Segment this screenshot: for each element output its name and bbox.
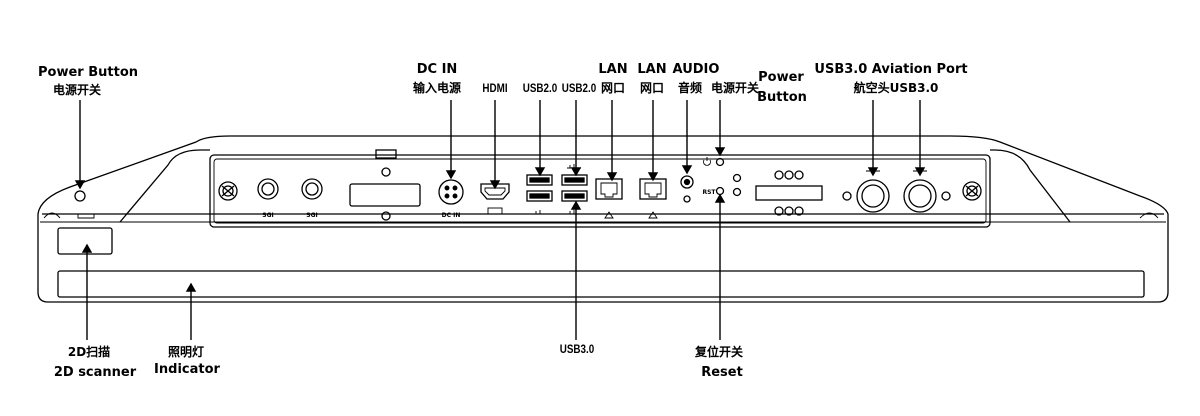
mark-dc-in: DC IN bbox=[442, 212, 461, 219]
top-bevel-right bbox=[990, 149, 1071, 223]
label-reset-cn: 复位开关 bbox=[694, 345, 744, 359]
label-indicator-en: Indicator bbox=[154, 362, 220, 377]
label-audio-en: AUDIO bbox=[672, 62, 720, 77]
sgi-port-2 bbox=[301, 178, 323, 200]
label-usb30-aviation-en: USB3.0 Aviation Port bbox=[814, 62, 968, 77]
label-power-button-right-cn: 电源开关 bbox=[710, 81, 760, 95]
mark-rst: RST bbox=[702, 189, 716, 196]
power-button-left bbox=[74, 190, 86, 202]
lan-port-1 bbox=[595, 178, 623, 219]
audio-jack bbox=[680, 175, 694, 203]
lan-port-2 bbox=[639, 178, 667, 219]
scanner-window bbox=[57, 227, 113, 255]
indicator-light-bar bbox=[57, 270, 1145, 298]
blank-plate bbox=[349, 183, 421, 207]
label-power-button-right-en-1: Power bbox=[758, 70, 804, 85]
label-scanner-cn: 2D扫描 bbox=[67, 345, 111, 359]
label-lan-a-en: LAN bbox=[598, 62, 628, 77]
label-scanner-en: 2D scanner bbox=[53, 365, 137, 380]
sgi-port-1 bbox=[257, 178, 279, 200]
power-button-right bbox=[703, 157, 725, 167]
label-usb20-b: USB2.0 bbox=[561, 81, 597, 95]
label-lan-a-cn: 网口 bbox=[600, 81, 626, 95]
aviation-port-1 bbox=[856, 179, 890, 213]
hdmi-port bbox=[480, 183, 510, 215]
label-lan-b-en: LAN bbox=[637, 62, 667, 77]
dc-in-port bbox=[438, 179, 464, 205]
mark-sgi-2: SGI bbox=[306, 212, 317, 219]
label-audio-cn: 音频 bbox=[677, 81, 703, 95]
label-hdmi: HDMI bbox=[482, 81, 508, 95]
label-usb30-bottom: USB3.0 bbox=[559, 342, 595, 356]
screw-left bbox=[218, 181, 238, 201]
label-power-button-left-cn: 电源开关 bbox=[53, 83, 102, 97]
housing-outline bbox=[37, 135, 1169, 303]
label-indicator-cn: 照明灯 bbox=[167, 345, 205, 359]
usb-port-3 bbox=[561, 174, 588, 186]
aviation-port-2 bbox=[903, 179, 937, 213]
label-reset-en: Reset bbox=[701, 365, 743, 380]
top-bevel-left bbox=[119, 149, 210, 223]
usb-port-4 bbox=[561, 190, 588, 202]
reset-button bbox=[715, 186, 725, 196]
io-panel bbox=[209, 154, 991, 228]
label-dc-in-en: DC IN bbox=[416, 62, 458, 77]
mark-sgi-1: SGI bbox=[262, 212, 273, 219]
label-lan-b-cn: 网口 bbox=[639, 81, 665, 95]
label-power-button-right-en-2: Button bbox=[757, 90, 807, 105]
label-usb20-a: USB2.0 bbox=[522, 81, 558, 95]
label-dc-in-cn: 输入电源 bbox=[412, 81, 462, 95]
screw-right bbox=[962, 181, 982, 201]
label-power-button-left-en: Power Button bbox=[38, 65, 139, 80]
indicator-window bbox=[755, 185, 823, 201]
usb-port-2 bbox=[526, 190, 553, 202]
label-usb30-aviation-cn: 航空头USB3.0 bbox=[853, 81, 939, 95]
